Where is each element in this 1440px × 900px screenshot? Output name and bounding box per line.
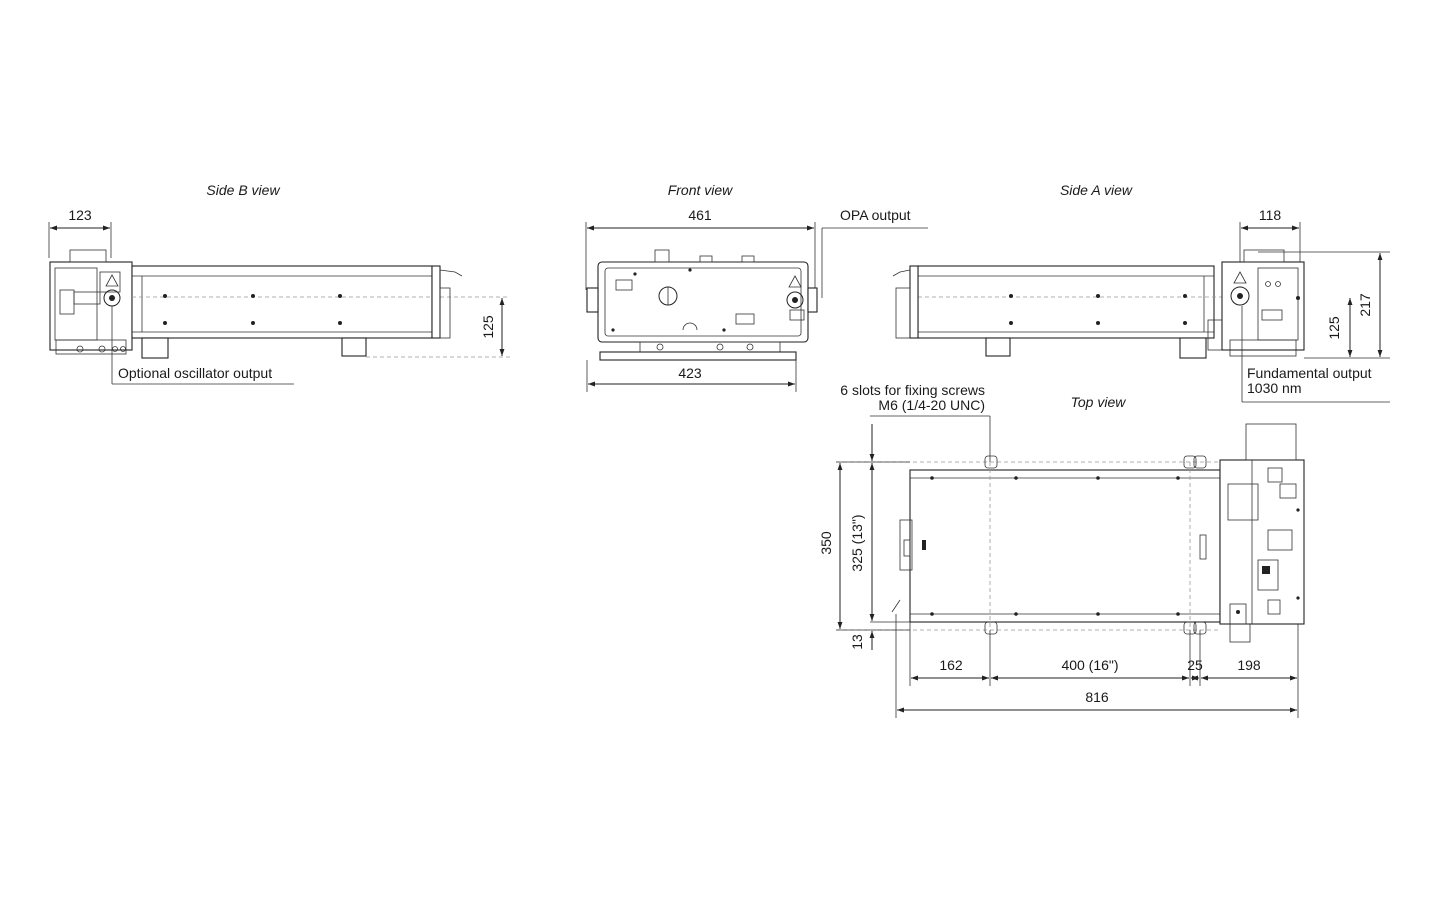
slots-label-line1: 6 slots for fixing screws: [840, 382, 985, 398]
fundamental-wavelength-label: 1030 nm: [1247, 380, 1301, 396]
side-b-view: Side B view 123: [48, 182, 510, 385]
top-total-label: 816: [1085, 689, 1109, 705]
top-head: [1219, 459, 1305, 625]
front-view-title: Front view: [668, 182, 733, 198]
top-seg4-label: 198: [1237, 657, 1261, 673]
top-depth-inner-label: 325 (13"): [849, 514, 865, 571]
top-offset-label: 13: [849, 634, 865, 650]
top-seg3-label: 25: [1187, 657, 1203, 673]
side-b-head: [49, 261, 133, 351]
top-body: [909, 469, 1221, 623]
top-view-title: Top view: [1071, 394, 1127, 410]
fundamental-output-label: Fundamental output: [1247, 365, 1372, 381]
side-b-view-title: Side B view: [206, 182, 280, 198]
front-top-label: 461: [688, 207, 712, 223]
front-body: [597, 261, 809, 343]
side-a-head: [1221, 261, 1305, 351]
front-view: Front view 461: [585, 182, 928, 392]
opa-output-label: OPA output: [840, 207, 911, 223]
side-b-body: [131, 265, 433, 339]
slots-label-line2: M6 (1/4-20 UNC): [878, 397, 985, 413]
side-a-view-title: Side A view: [1060, 182, 1133, 198]
side-a-view: Side A view 118: [892, 182, 1390, 403]
top-seg1-label: 162: [939, 657, 963, 673]
side-a-height-total-label: 217: [1357, 293, 1373, 317]
top-depth-total-label: 350: [818, 531, 834, 555]
optional-oscillator-output-label: Optional oscillator output: [118, 365, 272, 381]
side-a-height-small-label: 125: [1326, 316, 1342, 340]
front-bottom-label: 423: [678, 365, 702, 381]
side-a-body: [917, 265, 1215, 339]
side-b-height-label: 125: [480, 315, 496, 339]
side-b-width-label: 123: [68, 207, 92, 223]
top-view: Top view 6 slots for fixing screws M6 (1…: [818, 382, 1305, 718]
top-seg2-label: 400 (16"): [1061, 657, 1118, 673]
side-a-width-label: 118: [1259, 207, 1282, 223]
